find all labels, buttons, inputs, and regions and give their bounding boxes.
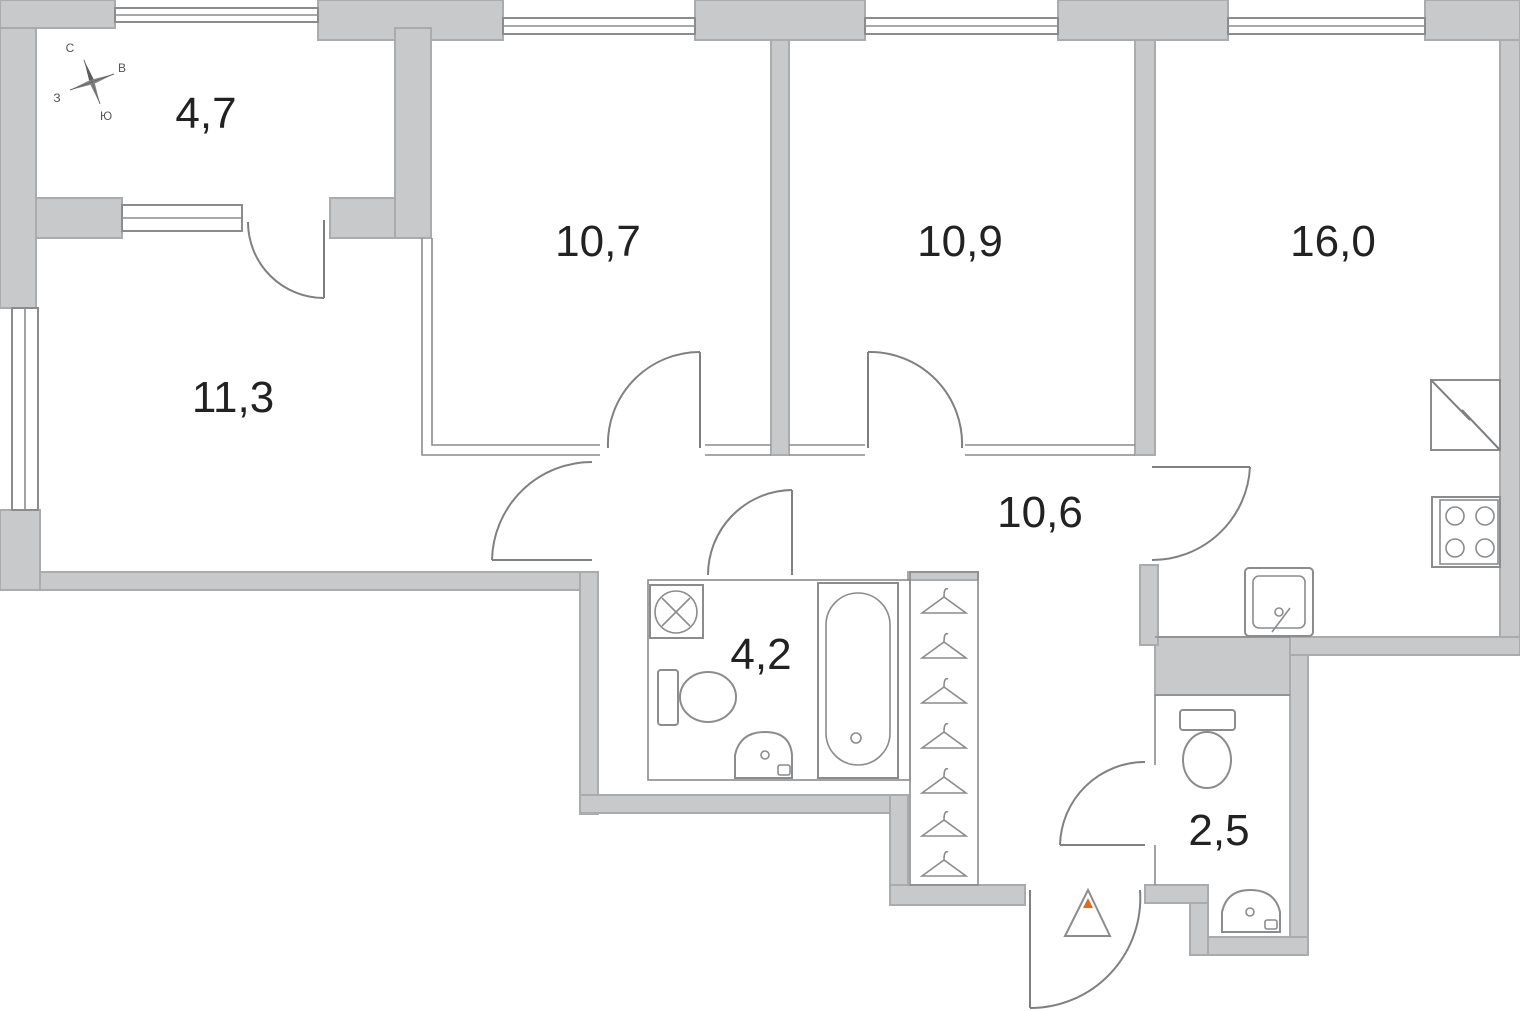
toilet-room-fixtures — [1179, 709, 1281, 933]
room-area-bedroom-1: 10,7 — [555, 217, 641, 266]
room-area-hallway: 10,6 — [997, 488, 1083, 537]
room-area-left: 11,3 — [192, 373, 274, 422]
bathroom-fixtures — [649, 582, 899, 779]
walls — [0, 0, 1520, 956]
room-area-toilet: 2,5 — [1188, 806, 1249, 855]
room-labels: 4,7 11,3 10,7 10,9 16,0 10,6 4,2 2,5 — [175, 89, 1375, 855]
hanger-icon — [919, 587, 969, 614]
stove-icon — [1431, 496, 1501, 568]
compass-icon: С В Ю З — [53, 41, 126, 123]
room-area-bedroom-2: 10,9 — [917, 217, 1003, 266]
windows — [11, 7, 1426, 511]
room-area-kitchen-living: 16,0 — [1290, 217, 1376, 266]
washing-machine-icon — [649, 584, 704, 639]
hanger-icon — [919, 722, 969, 749]
wardrobe — [919, 587, 969, 877]
kitchen-fixtures — [1244, 379, 1501, 637]
hanger-icon — [919, 810, 969, 837]
compass-west: З — [53, 91, 60, 105]
washbasin-icon — [1221, 888, 1281, 933]
hanger-icon — [919, 767, 969, 794]
room-area-bathroom: 4,2 — [730, 630, 791, 679]
toilet-icon — [1179, 709, 1236, 789]
doors — [247, 220, 1251, 1010]
toilet-icon — [657, 669, 737, 726]
washbasin-icon — [734, 730, 793, 779]
bathtub-icon — [817, 582, 899, 779]
compass-east: В — [118, 61, 126, 75]
kitchen-sink-icon — [1244, 567, 1314, 637]
compass-south: Ю — [100, 109, 112, 123]
partition-lines — [421, 238, 1290, 886]
hanger-icon — [919, 850, 969, 877]
entrance-marker-icon — [1063, 887, 1112, 937]
hanger-icon — [919, 677, 969, 704]
hanger-icon — [919, 632, 969, 659]
compass-north: С — [66, 41, 75, 55]
room-area-balcony: 4,7 — [175, 89, 236, 138]
